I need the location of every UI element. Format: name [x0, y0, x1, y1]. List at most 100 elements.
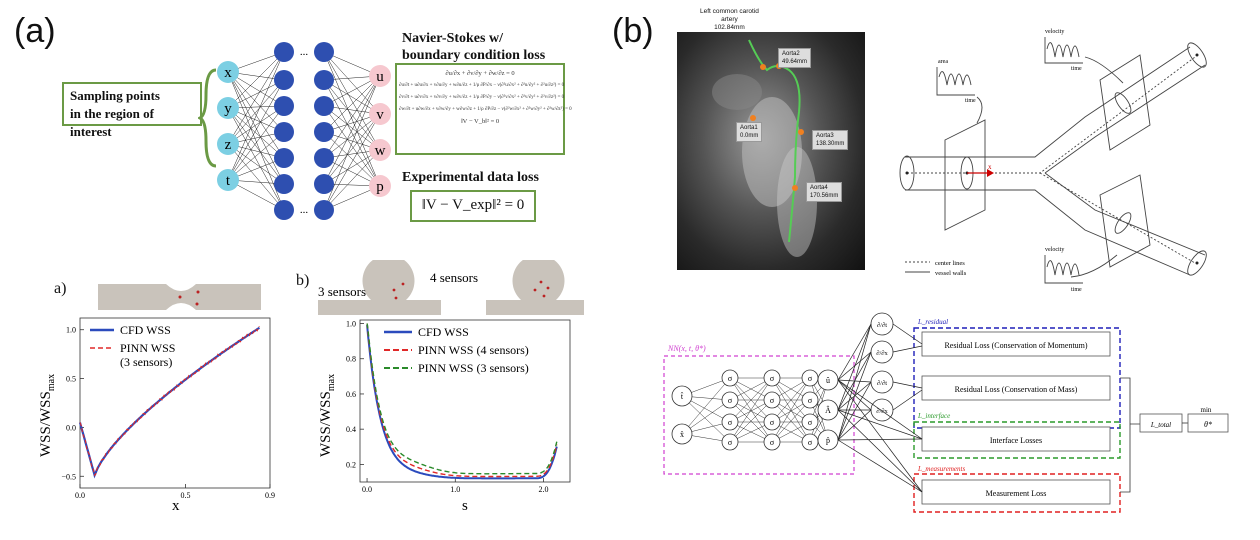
hidden-node — [274, 70, 294, 90]
mini-plot-area-axes — [936, 67, 975, 96]
hidden-node-1d-label: σ — [770, 374, 775, 383]
chart-b-frame — [359, 319, 571, 483]
total-label: L_total — [1150, 421, 1171, 429]
hidden-node — [274, 200, 294, 220]
aorta2-line1: Aorta2 — [782, 51, 800, 57]
measurement-label: Measurement Loss — [986, 489, 1047, 498]
ns-title-line1: Navier-Stokes w/ — [402, 31, 503, 46]
chart-b-cfd-line — [366, 324, 558, 480]
loss-arrow — [837, 379, 923, 440]
mini-plot-velocity-top-axes — [1044, 37, 1083, 64]
aneurysm-geometry: 3 sensors 4 sensors — [318, 260, 584, 315]
legend-a-cfd: CFD WSS — [120, 323, 171, 337]
carotid-line3: 102.84mm — [714, 24, 745, 31]
output-node — [369, 175, 391, 197]
aorta2-line2: 49.64mm — [782, 59, 808, 65]
derivative-node-label: ∂/∂t — [877, 380, 887, 387]
output-node — [369, 139, 391, 161]
cross-section-plane-bottom — [1099, 174, 1151, 268]
hidden-node-1d — [801, 391, 819, 409]
vessel-schematic: x area time velocity time velocity time … — [899, 29, 1207, 293]
sensor-point — [546, 286, 550, 290]
derivative-node-label: ∂/∂x — [876, 350, 888, 357]
input-node-1d-label: t̂ — [680, 391, 684, 401]
hidden-node-1d-label: σ — [808, 438, 813, 447]
marker-aorta3 — [798, 129, 804, 135]
parent-vessel-wall — [905, 189, 1191, 276]
exp-equation-box: ‖V − V_exp‖² = 0 — [410, 190, 536, 222]
hidden-node-1d-label: σ — [770, 418, 775, 427]
theta-label: θ* — [1204, 420, 1212, 429]
branch-cross-section-top — [1114, 92, 1132, 114]
loss-arrow — [837, 379, 923, 493]
legend-b-pinn3: PINN WSS (3 sensors) — [418, 361, 529, 375]
exp-equation: ‖V − V_exp‖² = 0 — [421, 197, 525, 213]
ns-eq-continuity: ∂u/∂x + ∂v/∂y + ∂w/∂z = 0 — [445, 70, 515, 77]
legend-wall-label: vessel walls — [935, 270, 967, 277]
mri-image — [677, 32, 865, 270]
aorta3-line2: 138.30mm — [816, 141, 845, 147]
center-point — [1195, 261, 1199, 265]
x-tick-label: 0.5 — [181, 491, 191, 500]
hidden-node-1d-label: σ — [770, 438, 775, 447]
loss-arrow — [837, 409, 923, 440]
ns-eq-x: ∂u/∂t + u∂u/∂x + v∂u/∂y + w∂u/∂z + 1/ρ ∂… — [399, 83, 565, 88]
ns-title-line2: boundary condition loss — [402, 48, 546, 63]
parent-vessel-wall — [905, 46, 1191, 158]
hidden-node-1d — [763, 413, 781, 431]
hidden-node-1d — [721, 413, 739, 431]
mini-plot-area-label: area — [938, 59, 948, 65]
curve-arrow — [1070, 254, 1118, 278]
hidden-node-1d — [801, 413, 819, 431]
y-tick-label: 0.5 — [66, 375, 76, 384]
output-node-1d-label: û — [826, 376, 830, 385]
hidden-node — [314, 122, 334, 142]
center-line — [907, 56, 1196, 264]
hidden-node — [314, 148, 334, 168]
x-axis-label: x — [988, 163, 992, 171]
sensor-point — [178, 295, 182, 299]
interface-label: Interface Losses — [990, 436, 1042, 445]
sensor-point — [542, 294, 546, 298]
hidden-node-1d — [763, 391, 781, 409]
loss-arrow — [892, 345, 923, 353]
residual-mass-box — [921, 375, 1111, 401]
chart-b-xlabel: s — [462, 498, 468, 514]
x-tick-label: 0.0 — [362, 485, 372, 494]
chart-b-pinn3-line — [366, 323, 558, 475]
legend-a-pinn-sensors: (3 sensors) — [120, 355, 172, 369]
marker-aorta4 — [792, 185, 798, 191]
network-label: NN(x, t, θ*) — [667, 344, 706, 353]
input-node-1d — [671, 423, 693, 445]
mri-label-aorta2: Aorta2 49.64mm — [778, 48, 812, 68]
marker-carotid — [760, 64, 766, 70]
mri-label-carotid: Left common carotid artery 102.84mm — [700, 8, 759, 32]
hidden-node — [274, 122, 294, 142]
cross-section-plane-top — [1099, 54, 1151, 151]
carotid-line1: Left common carotid — [700, 8, 759, 15]
chart-b-ylabel-sub: max — [326, 374, 337, 391]
total-connector — [1120, 377, 1140, 493]
chart-a-pinn-line — [79, 326, 260, 477]
mri-overlay — [712, 39, 817, 257]
measurement-group-box — [913, 473, 1121, 513]
mini-plot-velocity-bottom-axes — [1044, 255, 1083, 284]
ns-eq-boundary: ‖V − V_b‖² = 0 — [460, 118, 500, 125]
loss-arrow — [837, 409, 923, 493]
loss-arrow — [837, 438, 923, 441]
chart-a-ylabel: WSS/WSSmax — [38, 374, 57, 457]
ns-title: Navier-Stokes w/ boundary condition loss — [402, 30, 545, 64]
network-box — [663, 355, 855, 475]
input-node — [217, 97, 239, 119]
input-node-1d — [671, 385, 693, 407]
sampling-box: Sampling points in the region of interes… — [62, 82, 202, 139]
aorta3-line1: Aorta3 — [816, 133, 834, 139]
hidden-node-1d — [763, 369, 781, 387]
hidden-node-1d — [721, 433, 739, 451]
output-node — [369, 65, 391, 87]
mini-plot-velocity-bottom-time: time — [1071, 287, 1082, 293]
geom-label-4-sensors: 4 sensors — [430, 270, 478, 285]
hidden-node — [314, 42, 334, 62]
y-tick-label: 0.2 — [346, 460, 356, 469]
